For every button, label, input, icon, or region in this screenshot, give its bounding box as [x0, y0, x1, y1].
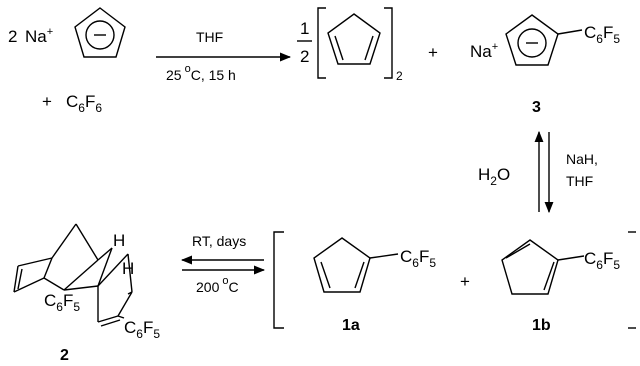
thf-reagent: THF	[566, 173, 593, 189]
compound-label-3: 3	[532, 99, 541, 116]
pentafluorophenyl-group: C6F5	[584, 23, 620, 46]
fraction-denominator: 2	[300, 47, 309, 66]
left-bracket	[317, 7, 326, 79]
reactant-sodium-cyclopentadienide: 2 Na+	[8, 7, 126, 58]
plus-sign-2: +	[428, 43, 438, 62]
sodium-hydride-reagent: NaH,	[566, 151, 598, 167]
forward-condition: RT, days	[192, 233, 246, 249]
right-bracket	[384, 7, 393, 79]
isomer-1b: C6F5 1b	[501, 239, 620, 334]
water-reagent: H2O	[478, 165, 510, 188]
fraction-numerator: 1	[300, 19, 309, 38]
isomer-1a: C6F5 1a	[313, 237, 436, 334]
compound-label-1b: 1b	[532, 317, 551, 334]
bridgehead-hydrogen-2: H	[122, 259, 134, 278]
isomer-1a-pentafluorophenyl: C6F5	[400, 247, 436, 270]
reactant-coefficient: 2	[8, 27, 17, 46]
dimer-subscript: 2	[396, 69, 403, 83]
cyclopentadienide-ring	[74, 7, 126, 58]
isomer-mixture: C6F5 1a + C6F5 1b	[273, 231, 636, 334]
compound-3: Na+ C6F5 3	[470, 14, 620, 116]
substituted-anion-charge-circle	[517, 28, 547, 58]
cyclopentadiene-ring	[327, 13, 381, 65]
plus-sign: +	[42, 92, 52, 111]
dimer-pentafluorophenyl-1: C6F5	[44, 291, 80, 314]
sodium-symbol: Na+	[25, 26, 53, 46]
dicyclopentadiene-product: 1 2 2	[297, 7, 403, 83]
compound-2-dimer: H H C6F5 C6F5 2	[13, 223, 160, 364]
arrow-1-top-condition: THF	[196, 29, 223, 45]
product-sodium-symbol: Na+	[470, 41, 498, 61]
compound-label-2: 2	[60, 347, 69, 364]
plus-sign-3: +	[460, 272, 470, 291]
compound-label-1a: 1a	[342, 317, 360, 334]
bridgehead-hydrogen-1: H	[113, 231, 125, 250]
reactant-hexafluorobenzene: + C6F6	[42, 92, 102, 115]
substituted-cyclopentadienide-ring	[505, 14, 559, 66]
dimer-pentafluorophenyl-2: C6F5	[124, 318, 160, 341]
isomer-1b-pentafluorophenyl: C6F5	[584, 249, 620, 272]
cyclopentadienide-charge-circle	[85, 20, 115, 50]
isomer-left-bracket	[273, 231, 284, 329]
vertical-equilibrium-arrows: H2O NaH, THF	[478, 130, 598, 214]
hexafluorobenzene-formula: C6F6	[66, 92, 102, 115]
